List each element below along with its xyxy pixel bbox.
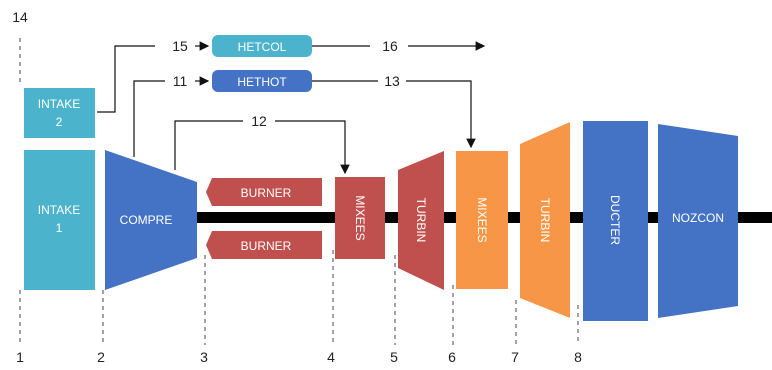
flow-number-11: 11 — [173, 73, 188, 89]
burner-bottom-block: BURNER — [206, 231, 322, 259]
flow-number-16: 16 — [382, 38, 398, 54]
turbine-2-label: TURBIN — [538, 198, 552, 243]
station-number-4: 4 — [327, 349, 335, 365]
mixer-1-label: MIXEES — [353, 195, 367, 240]
mixer-1-block: MIXEES — [335, 177, 385, 259]
burner-top-block: BURNER — [206, 178, 322, 206]
intake-2-label-line2: 2 — [56, 115, 63, 129]
burner-top-label: BURNER — [241, 186, 292, 200]
ducter-block: DUCTER — [583, 121, 648, 321]
station-number-7: 7 — [511, 349, 519, 365]
compressor-block: COMPRE — [105, 150, 197, 290]
hethot-block: HETHOT — [212, 70, 312, 92]
hetcol-label: HETCOL — [238, 40, 287, 54]
station-lines — [19, 38, 579, 345]
station-number-1: 1 — [16, 349, 24, 365]
flow-number-12: 12 — [251, 113, 267, 129]
intake-1-block: INTAKE 1 — [24, 150, 95, 290]
station-number-6: 6 — [448, 349, 456, 365]
nozzle-block: NOZCON — [658, 124, 738, 318]
turbine-2-block: TURBIN — [520, 122, 570, 318]
hethot-label: HETHOT — [237, 75, 287, 89]
intake-2-label-line1: INTAKE — [38, 97, 80, 111]
station-number-3: 3 — [200, 349, 208, 365]
intake-1-label-line1: INTAKE — [38, 203, 80, 217]
flow-number-13: 13 — [384, 73, 400, 89]
turbine-1-label: TURBIN — [414, 198, 428, 243]
ducter-label: DUCTER — [608, 195, 622, 245]
station-number-14: 14 — [12, 9, 28, 25]
turbine-1-block: TURBIN — [398, 151, 444, 290]
station-number-5: 5 — [390, 349, 398, 365]
station-number-2: 2 — [97, 349, 105, 365]
flow-number-15: 15 — [172, 38, 188, 54]
hetcol-block: HETCOL — [212, 35, 312, 57]
flow-arrows — [97, 41, 486, 175]
mixer-2-label: MIXEES — [475, 197, 489, 242]
intake-2-block: INTAKE 2 — [24, 88, 95, 138]
nozzle-label: NOZCON — [672, 211, 724, 225]
compressor-label: COMPRE — [120, 213, 173, 227]
mixer-2-block: MIXEES — [456, 151, 508, 289]
intake-1-label-line2: 1 — [56, 221, 63, 235]
station-number-8: 8 — [574, 349, 582, 365]
burner-bottom-label: BURNER — [241, 239, 292, 253]
